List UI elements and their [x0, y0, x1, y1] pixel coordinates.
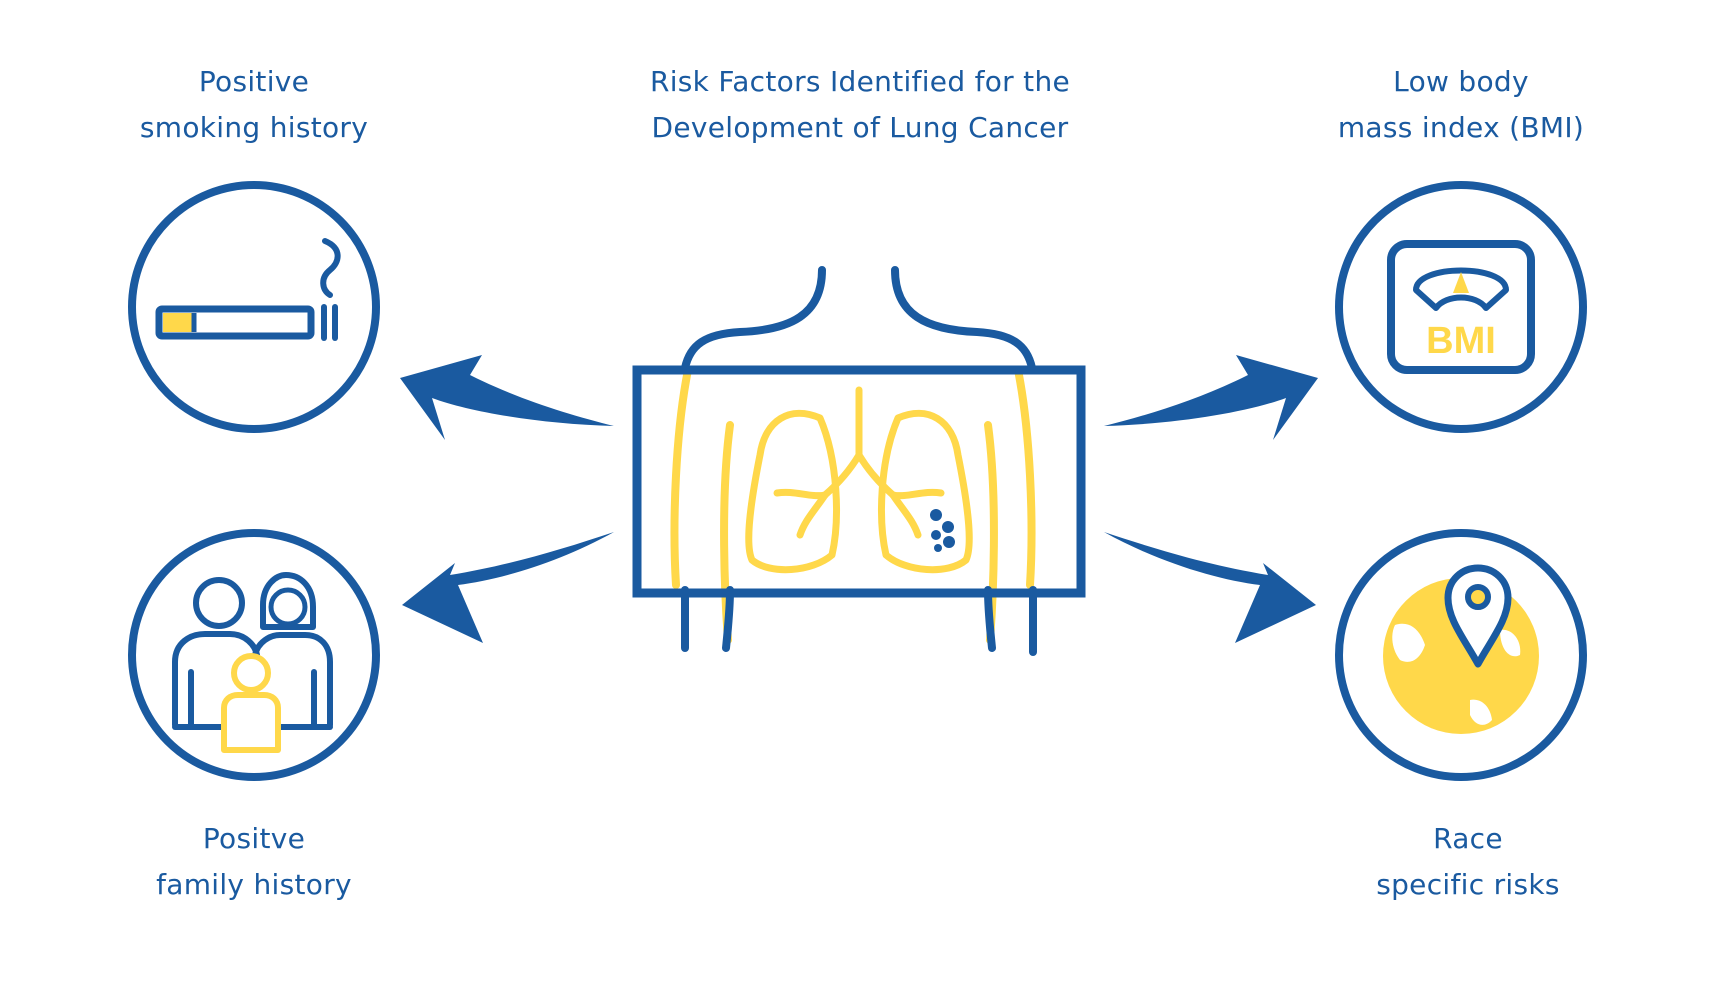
family-icon — [128, 529, 380, 781]
title-line-1: Risk Factors Identified for the — [649, 65, 1071, 98]
smoking-label: Positive smoking history — [104, 59, 404, 151]
family-label-line-2: family history — [156, 868, 352, 901]
arrow-to-smoking — [400, 355, 614, 440]
bmi-label: Low body mass index (BMI) — [1311, 59, 1611, 151]
arrow-to-race — [1104, 532, 1316, 643]
title-line-2: Development of Lung Cancer — [651, 111, 1069, 144]
globe-pin-icon — [1335, 529, 1587, 781]
bmi-label-line-2: mass index (BMI) — [1337, 111, 1585, 144]
race-label: Race specific risks — [1318, 816, 1618, 908]
race-label-line-2: specific risks — [1376, 868, 1560, 901]
family-label: Positve family history — [104, 816, 404, 908]
page-title: Risk Factors Identified for the Developm… — [580, 59, 1140, 151]
bmi-label-line-1: Low body — [1393, 65, 1529, 98]
cigarette-icon — [128, 181, 380, 433]
race-label-line-1: Race — [1433, 822, 1503, 855]
bmi-scale-icon: BMI — [1335, 181, 1587, 433]
smoking-label-line-2: smoking history — [139, 111, 369, 144]
bmi-badge: BMI — [1426, 320, 1496, 362]
family-label-line-1: Positve — [202, 822, 306, 855]
smoking-label-line-1: Positive — [198, 65, 310, 98]
lung-xray-icon — [632, 266, 1086, 656]
arrow-to-family — [402, 532, 614, 643]
arrow-to-bmi — [1104, 355, 1318, 440]
arrows — [400, 355, 1318, 643]
